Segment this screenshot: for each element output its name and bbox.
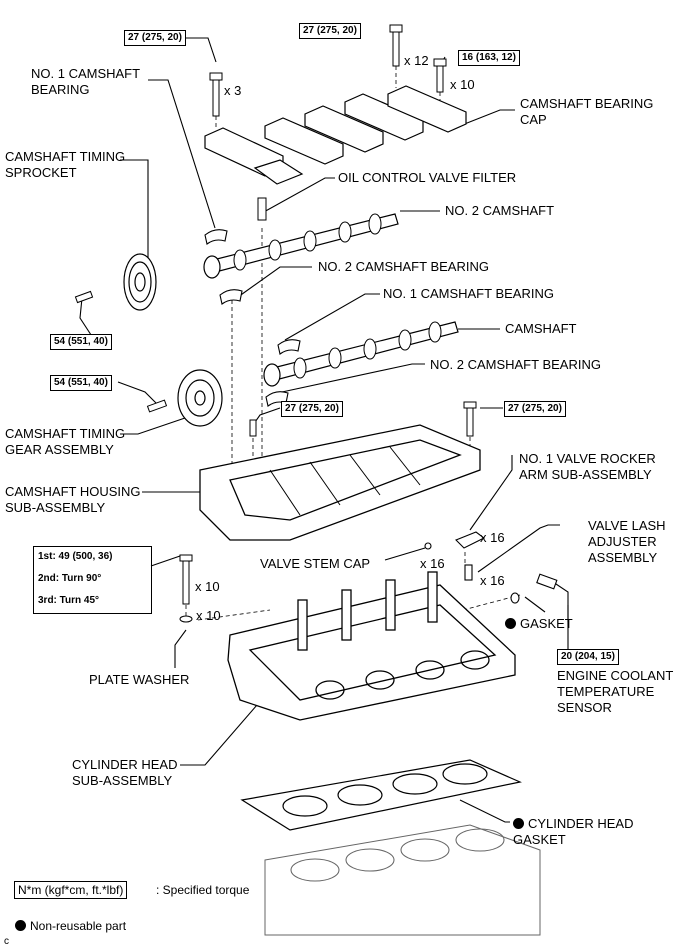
leader-gasket: [524, 596, 546, 613]
bolts: [74, 24, 477, 623]
mult-x16-lash: x 16: [480, 573, 505, 588]
small-parts: [424, 531, 558, 604]
leader-head-gasket: [459, 799, 510, 823]
leader-ocv-filter: [261, 177, 335, 214]
leader-cyl-head: [180, 689, 271, 766]
timing-gear-drawing: [177, 369, 223, 427]
mult-x16-rocker: x 16: [480, 530, 505, 545]
torque-housing-bolt-right: 27 (275, 20): [504, 401, 566, 417]
nonreusable-dot-icon: [513, 818, 524, 829]
leader-torque-h: [150, 555, 181, 567]
housing-drawing: [199, 424, 481, 541]
label-camshaft: CAMSHAFT: [505, 321, 577, 336]
label-no1-valve-rocker-arm: NO. 1 VALVE ROCKER ARM SUB-ASSEMBLY: [519, 451, 656, 482]
bearings: [204, 229, 301, 407]
leader-torque-d: [79, 297, 96, 342]
nonreusable-dot-icon: [505, 618, 516, 629]
leader-torque-a: [183, 37, 217, 63]
label-no2-camshaft: NO. 2 CAMSHAFT: [445, 203, 555, 218]
leader-bearing-cap: [461, 109, 515, 126]
mult-x16-stemcap: x 16: [420, 556, 445, 571]
step-2: 2nd: Turn 90°: [38, 573, 102, 584]
label-no2-camshaft-bearing-upper: NO. 2 CAMSHAFT BEARING: [318, 259, 489, 274]
label-gasket: GASKET: [505, 616, 573, 632]
torque-coolant-sensor: 20 (204, 15): [557, 649, 619, 665]
label-camshaft-timing-sprocket: CAMSHAFT TIMING SPROCKET: [5, 149, 126, 180]
label-no1-camshaft-bearing-top: NO. 1 CAMSHAFT BEARING: [31, 66, 141, 97]
mult-x10-headbolt: x 10: [195, 579, 220, 594]
label-cylinder-head-gasket: CYLINDER HEAD GASKET: [513, 816, 633, 848]
label-valve-lash-adjuster: VALVE LASH ADJUSTER ASSEMBLY: [588, 518, 666, 565]
label-camshaft-bearing-cap: CAMSHAFT BEARING CAP: [520, 96, 654, 127]
nonreusable-dot-icon: [15, 920, 26, 931]
legend-torque-unit: N*m (kgf*cm, ft.*lbf): [14, 881, 128, 899]
leader-torque-f: [252, 407, 281, 426]
leader-no2-bearing-lower: [281, 363, 425, 393]
label-valve-stem-cap: VALVE STEM CAP: [260, 556, 371, 571]
label-gasket-text: GASKET: [520, 616, 573, 631]
label-cylinder-head-sub-assembly: CYLINDER HEAD SUB-ASSEMBLY: [72, 757, 178, 788]
label-cylinder-head-gasket-text: CYLINDER HEAD GASKET: [513, 816, 634, 847]
leader-stem-cap: [384, 547, 426, 561]
torque-gear-bolt: 54 (551, 40): [50, 375, 112, 391]
mult-x3: x 3: [224, 83, 242, 98]
label-no1-camshaft-bearing-mid: NO. 1 CAMSHAFT BEARING: [383, 286, 554, 301]
mult-x10-cap: x 10: [450, 77, 475, 92]
sprocket-drawing: [123, 253, 157, 311]
cylinder-block-drawing: [264, 824, 541, 936]
legend-nonreusable-text: Non-reusable part: [30, 919, 127, 933]
torque-housing-bolt-left: 27 (275, 20): [281, 401, 343, 417]
torque-bolt-cap-x12: 27 (275, 20): [299, 23, 361, 39]
cylinder-head-drawing: [227, 571, 516, 721]
corner-mark: c: [4, 936, 9, 947]
legend-nonreusable: Non-reusable part: [15, 918, 126, 934]
leader-timing-gear: [120, 417, 186, 435]
head-gasket-drawing: [240, 759, 522, 831]
camshafts: [203, 213, 459, 387]
head-bolt-torque-steps: 1st: 49 (500, 36) 2nd: Turn 90° 3rd: Tur…: [33, 546, 152, 614]
mult-x10-washer: x 10: [196, 608, 221, 623]
label-oil-control-valve-filter: OIL CONTROL VALVE FILTER: [338, 170, 517, 185]
bearing-caps: [204, 85, 467, 185]
torque-bolt-left-cap: 27 (275, 20): [124, 30, 186, 46]
leader-lash: [477, 524, 560, 573]
legend-torque-desc: : Specified torque: [156, 883, 250, 897]
leader-torque-e: [117, 381, 159, 406]
mult-x12: x 12: [404, 53, 429, 68]
torque-sprocket-bolt: 54 (551, 40): [50, 334, 112, 350]
label-camshaft-timing-gear-assembly: CAMSHAFT TIMING GEAR ASSEMBLY: [5, 426, 126, 457]
label-camshaft-housing-sub-assembly: CAMSHAFT HOUSING SUB-ASSEMBLY: [5, 484, 141, 515]
leader-no2-bearing-upper: [237, 266, 312, 298]
leader-no1-bearing-mid: [284, 293, 380, 341]
step-1: 1st: 49 (500, 36): [38, 551, 113, 562]
leader-plate-washer: [174, 629, 187, 668]
label-engine-coolant-temperature-sensor: ENGINE COOLANT TEMPERATURE SENSOR: [557, 668, 674, 715]
step-3: 3rd: Turn 45°: [38, 595, 100, 606]
label-no2-camshaft-bearing-lower: NO. 2 CAMSHAFT BEARING: [430, 357, 601, 372]
leader-rocker: [469, 455, 513, 531]
leader-no1-bearing-top: [148, 79, 216, 229]
leader-sensor: [552, 581, 569, 655]
torque-bolt-cap-x10: 16 (163, 12): [458, 50, 520, 66]
label-plate-washer: PLATE WASHER: [89, 672, 190, 687]
